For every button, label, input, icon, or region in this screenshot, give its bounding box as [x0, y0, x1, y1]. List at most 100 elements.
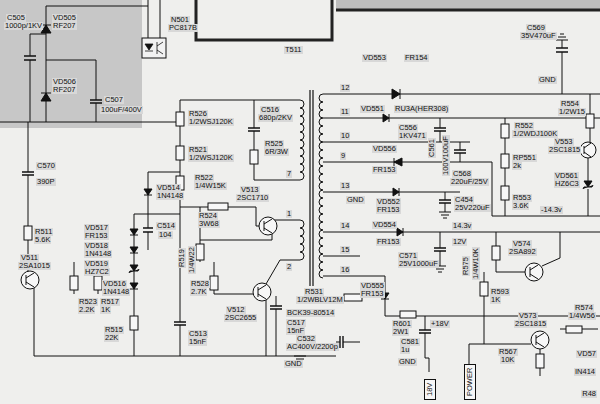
part-label: IN414 [574, 368, 596, 376]
part-label: 1/4W56 [568, 312, 596, 320]
part-label: 15 [340, 246, 350, 254]
part-label: VD561 [554, 172, 579, 180]
resistor-symbol [176, 146, 184, 160]
diode-symbol [392, 89, 400, 99]
part-label: T511 [284, 46, 303, 54]
part-label: 1K [100, 306, 111, 314]
part-label: VD552 [376, 198, 401, 206]
resistor-symbol [250, 150, 258, 164]
wire [0, 6, 180, 122]
wire [134, 100, 300, 356]
part-label: 10 [340, 132, 350, 140]
part-label: C507 [104, 96, 124, 104]
part-label: C571 [398, 252, 418, 260]
wire [505, 94, 590, 216]
part-label: R511 [34, 228, 53, 236]
part-label: VD519 [84, 260, 109, 268]
part-label: VD554 [372, 221, 397, 229]
part-label: 1/4W15K [194, 182, 227, 190]
capacitor-symbol [419, 330, 431, 333]
transistor-symbol [253, 283, 271, 301]
optocoupler-symbol [145, 42, 163, 54]
part-label: C516 [260, 106, 280, 114]
capacitor-symbol [454, 150, 466, 153]
optocoupler-symbol [142, 38, 166, 58]
part-label: R553 [512, 194, 532, 202]
part-label: 9 [340, 152, 346, 160]
part-label: 680p/2KV [258, 114, 293, 122]
signal-box: POWER [464, 364, 476, 400]
part-label: R519 [178, 248, 186, 268]
part-label: 15nF [188, 338, 207, 346]
part-label: 100uF/400V [100, 106, 143, 114]
part-label: R526 [188, 110, 208, 118]
part-label: R48 [581, 390, 597, 398]
wire [148, 0, 160, 38]
part-label: V574 [512, 240, 532, 248]
part-label: FR153 [360, 290, 385, 298]
part-label: V513 [240, 186, 260, 194]
part-label: 14 [340, 222, 350, 230]
zener-symbol [583, 181, 593, 189]
part-label: C514 [156, 222, 176, 230]
part-label: VD556 [372, 145, 397, 153]
wire [254, 100, 300, 356]
part-label: C532 [296, 335, 316, 343]
resistor-symbol [176, 112, 184, 126]
capacitor-symbol [270, 306, 282, 309]
transistor-symbol [580, 142, 596, 158]
part-label: C568 [452, 170, 472, 178]
part-label: 16 [340, 266, 350, 274]
part-label: C570 [36, 162, 56, 170]
part-label: 1/2WDJ100K [512, 130, 558, 138]
part-label: 1000p/1KV [4, 22, 43, 30]
diode-symbol [144, 189, 152, 195]
diode-symbol [130, 247, 138, 253]
part-label: AC400V/2200p [286, 343, 339, 351]
part-label: 14.3v [452, 222, 472, 230]
part-label: 100V100uF [442, 135, 450, 176]
part-label: RF207 [52, 86, 77, 94]
capacitor-symbol [143, 228, 153, 232]
transistor-symbol [525, 263, 543, 281]
part-label: 2SA892 [508, 248, 537, 256]
part-label: 6R/3W [264, 148, 289, 156]
part-label: R552 [514, 122, 534, 130]
part-label: C569 [526, 24, 546, 32]
part-label: VD514 [156, 184, 181, 192]
diode-symbol [41, 93, 51, 101]
transistor-symbol [21, 271, 39, 289]
part-label: 1/2WSJ120K [188, 118, 234, 126]
part-label: +18V [430, 320, 450, 328]
resistor-symbol [94, 276, 102, 290]
part-label: 2SC1815 [514, 320, 547, 328]
part-label: R531 [304, 288, 324, 296]
part-label: 1N4148 [84, 250, 112, 258]
part-label: R525 [264, 140, 284, 148]
wire [28, 122, 336, 356]
resistor-symbol [400, 311, 416, 318]
part-label: 7 [286, 170, 292, 178]
part-label: V573 [518, 312, 538, 320]
part-label: R601 [392, 320, 412, 328]
resistor-symbol [566, 326, 582, 333]
part-label: RP551 [512, 154, 537, 162]
resistor-symbol [130, 316, 138, 330]
resistor-symbol [586, 114, 594, 128]
board-border [196, 0, 600, 40]
part-label: GND [284, 360, 303, 368]
resistor-symbol [536, 354, 544, 368]
part-label: VD505 [52, 14, 77, 22]
part-label: VD551 [360, 105, 385, 113]
part-label: C454 [454, 196, 474, 204]
part-label: C556 [398, 124, 418, 132]
part-label: HZ7C2 [84, 268, 110, 276]
capacitor-symbol [24, 56, 36, 60]
part-label: VD517 [84, 224, 109, 232]
part-label: R574 [574, 304, 594, 312]
part-label: 13 [340, 182, 350, 190]
part-label: FR153 [376, 206, 401, 214]
signal-box: 18V [424, 379, 436, 400]
part-label: 25V220uF [454, 204, 491, 212]
capacitor-symbol [174, 322, 186, 325]
